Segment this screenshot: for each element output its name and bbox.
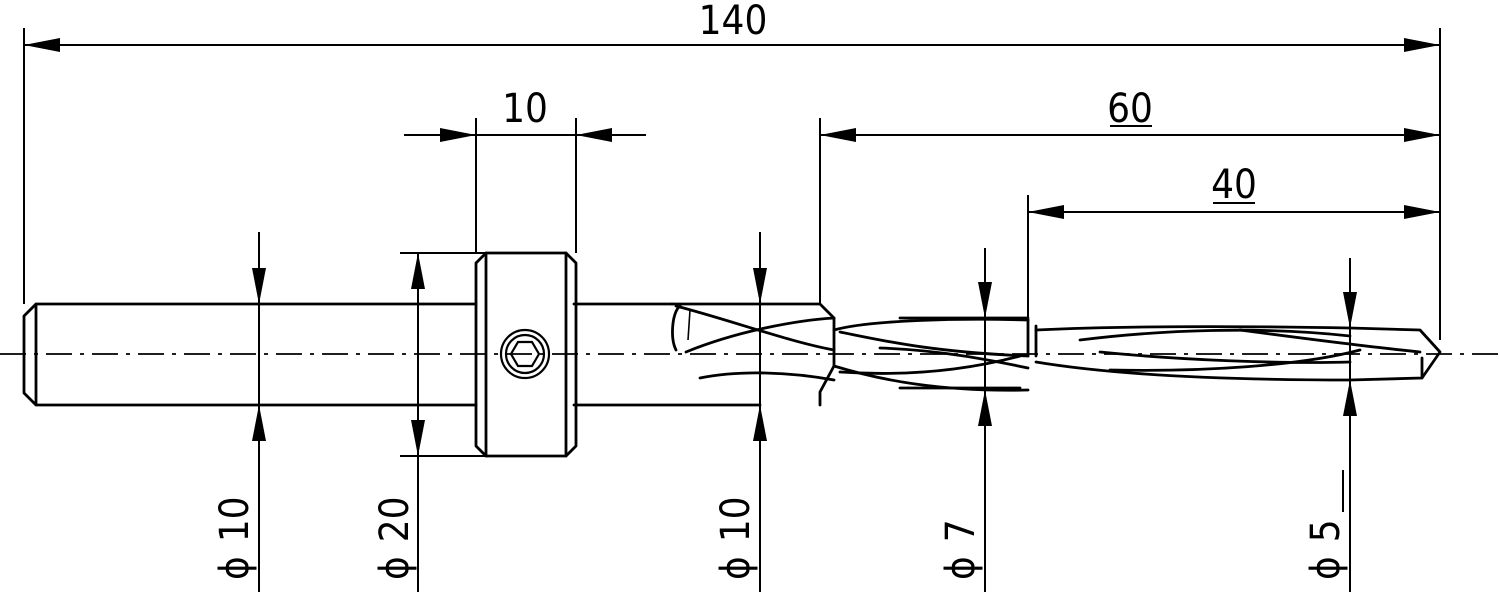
dim-label-40: 40: [1211, 162, 1257, 208]
dim-label-dia-10-shank: ϕ10: [212, 496, 258, 580]
dim-step-40: 40: [1027, 162, 1440, 318]
dim-label-dia-20: ϕ20: [372, 496, 418, 580]
dim-dia-collar: ϕ20: [372, 252, 486, 592]
dim-label-140: 140: [699, 0, 768, 44]
dim-collar-width: 10: [404, 86, 646, 253]
stop-collar: [474, 251, 578, 458]
dim-step-60: 60: [819, 86, 1440, 304]
dim-dia-step2: ϕ7: [938, 248, 992, 592]
dim-dia-tip: ϕ5: [1303, 258, 1357, 592]
dim-label-60: 60: [1107, 86, 1153, 132]
drill-step-2: [832, 316, 1038, 392]
drill-step-1: [670, 302, 836, 407]
hex-socket-screw-icon: [499, 328, 551, 380]
dim-label-dia-7: ϕ7: [938, 519, 984, 580]
shank: [22, 302, 762, 407]
dim-dia-shank: ϕ10: [212, 232, 266, 592]
dim-label-dia-5: ϕ5: [1303, 519, 1349, 580]
dim-dia-step1: ϕ10: [713, 232, 767, 592]
drill-step-3: [1034, 325, 1442, 382]
dim-label-dia-10-step: ϕ10: [713, 496, 759, 580]
dim-overall-length: 140: [23, 0, 1441, 340]
dim-label-10-collar: 10: [502, 86, 548, 132]
